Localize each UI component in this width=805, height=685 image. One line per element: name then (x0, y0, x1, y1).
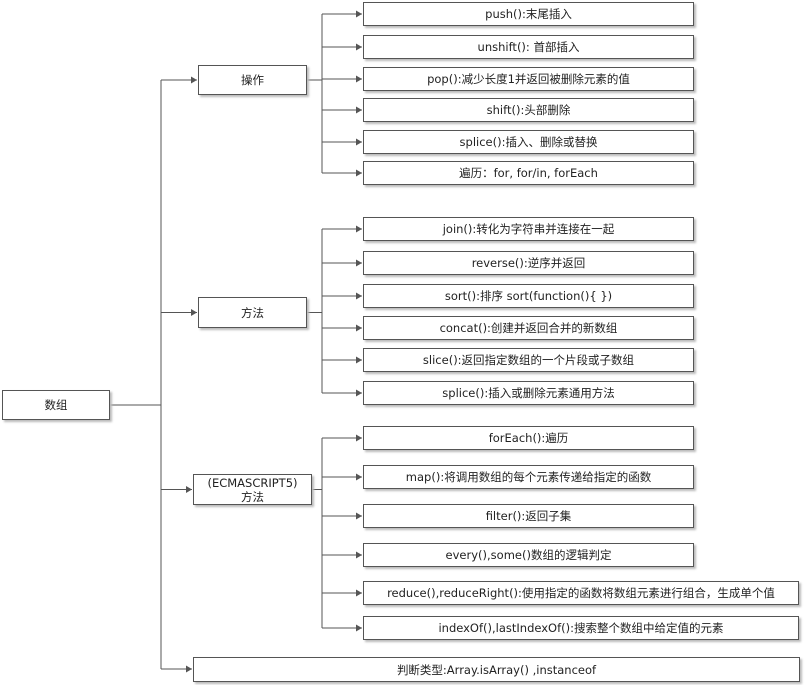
arrow-head-icon (356, 624, 362, 632)
leaf-node-1-2[interactable]: sort():排序 sort(function(){ }) (363, 284, 694, 308)
arrow-head-icon (191, 76, 197, 84)
arrow-head-icon (186, 665, 192, 673)
arrow-head-icon (356, 225, 362, 233)
arrow-head-icon (191, 309, 197, 316)
leaf-node-0-1[interactable]: unshift(): 首部插入 (363, 35, 694, 59)
arrow-head-icon (356, 512, 362, 520)
arrow-head-icon (356, 551, 362, 559)
leaf-node-2-1[interactable]: map():将调用数组的每个元素传递给指定的函数 (363, 465, 694, 489)
leaf-node-2-4[interactable]: reduce(),reduceRight():使用指定的函数将数组元素进行组合，… (363, 581, 799, 605)
leaf-node-1-4[interactable]: slice():返回指定数组的一个片段或子数组 (363, 348, 694, 372)
arrow-head-icon (356, 169, 362, 177)
leaf-node-0-2[interactable]: pop():减少长度1并返回被删除元素的值 (363, 67, 694, 91)
arrow-head-icon (356, 259, 362, 267)
leaf-node-0-4[interactable]: splice():插入、删除或替换 (363, 130, 694, 154)
type-check-node[interactable]: 判断类型:Array.isArray() ,instanceof (193, 657, 800, 682)
arrow-head-icon (356, 434, 362, 442)
leaf-node-1-5[interactable]: splice():插入或删除元素通用方法 (363, 381, 694, 405)
arrow-head-icon (356, 589, 362, 597)
arrow-head-icon (356, 389, 362, 397)
leaf-node-2-3[interactable]: every(),some()数组的逻辑判定 (363, 543, 694, 567)
group-node-1[interactable]: 方法 (198, 297, 307, 328)
arrow-head-icon (356, 106, 362, 114)
arrow-head-icon (356, 292, 362, 300)
arrow-head-icon (356, 75, 362, 83)
arrow-head-icon (356, 356, 362, 364)
leaf-node-2-2[interactable]: filter():返回子集 (363, 504, 694, 528)
arrow-head-icon (356, 43, 362, 51)
arrow-head-icon (186, 486, 192, 493)
leaf-node-1-1[interactable]: reverse():逆序并返回 (363, 251, 694, 275)
arrow-head-icon (356, 473, 362, 481)
leaf-node-2-5[interactable]: indexOf(),lastIndexOf():搜索整个数组中给定值的元素 (363, 616, 799, 640)
leaf-node-0-5[interactable]: 遍历：for, for/in, forEach (363, 161, 694, 185)
arrow-head-icon (356, 10, 362, 18)
root-node-array[interactable]: 数组 (2, 390, 110, 420)
leaf-node-0-3[interactable]: shift():头部删除 (363, 98, 694, 122)
leaf-node-1-0[interactable]: join():转化为字符串并连接在一起 (363, 217, 694, 241)
arrow-head-icon (356, 324, 362, 332)
group-node-2[interactable]: (ECMASCRIPT5) 方法 (193, 474, 312, 505)
leaf-node-2-0[interactable]: forEach():遍历 (363, 426, 694, 450)
leaf-node-1-3[interactable]: concat():创建并返回合并的新数组 (363, 316, 694, 340)
group-node-0[interactable]: 操作 (198, 65, 307, 95)
arrow-head-icon (356, 138, 362, 146)
leaf-node-0-0[interactable]: push():末尾插入 (363, 2, 694, 26)
